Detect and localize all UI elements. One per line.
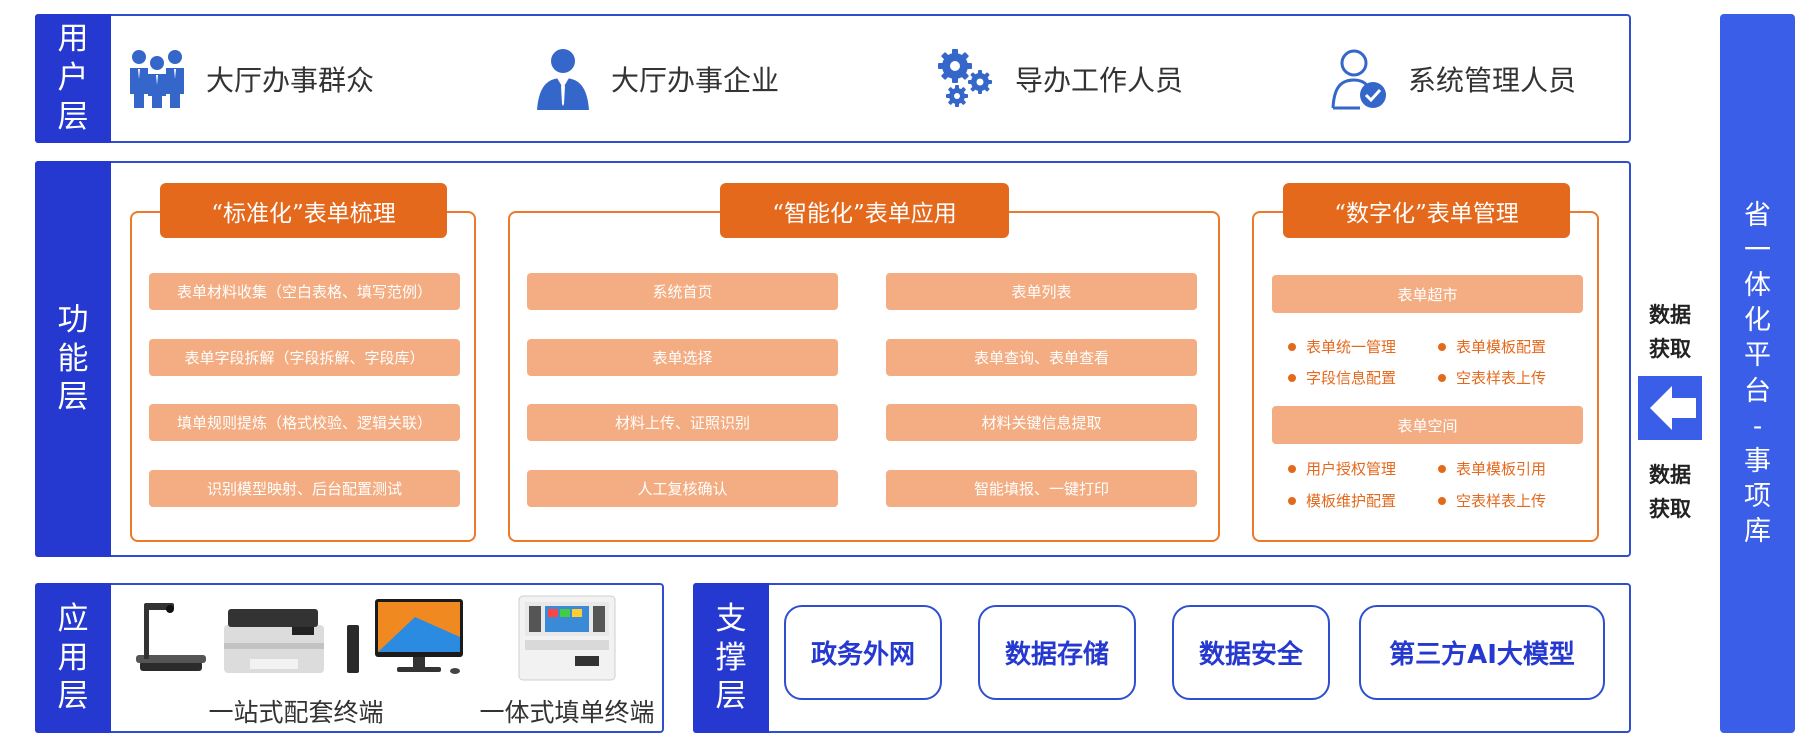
user-layer-tag: 用 户 层 [35, 14, 111, 143]
tag-char: 用 [57, 21, 89, 58]
func-item: 智能填报、一键打印 [886, 470, 1197, 507]
bullet-item: 用户授权管理 [1288, 458, 1438, 479]
func-item: 表单列表 [886, 273, 1197, 310]
func-item: 材料上传、证照识别 [527, 404, 838, 441]
func-item: 材料关键信息提取 [886, 404, 1197, 441]
document-camera-icon [136, 603, 206, 671]
bullet-row: 模板维护配置 空表样表上传 [1288, 490, 1588, 511]
gears-icon [938, 49, 992, 107]
bullet-text: 空表样表上传 [1456, 369, 1547, 387]
section-head: 表单超市 [1272, 275, 1583, 313]
province-char: 台 [1744, 375, 1771, 407]
func-item: 系统首页 [527, 273, 838, 310]
province-char: 体 [1744, 270, 1771, 302]
tag-char: 撑 [715, 639, 747, 676]
province-char: 项 [1744, 480, 1771, 512]
support-item: 数据安全 [1172, 605, 1330, 700]
tag-char: 户 [57, 60, 89, 97]
admin-user-check-icon [1331, 49, 1386, 110]
data-fetch-text: 获取 [1649, 495, 1691, 521]
function-layer-tag: 功 能 层 [35, 161, 111, 557]
bullet-text: 模板维护配置 [1306, 492, 1397, 510]
people-group-icon [130, 50, 184, 108]
bullet-item: 模板维护配置 [1288, 490, 1438, 511]
province-char: - [1752, 410, 1763, 442]
bullet-item: 表单模板配置 [1438, 336, 1588, 357]
group-title: “智能化”表单应用 [720, 183, 1009, 238]
group-title: “数字化”表单管理 [1283, 183, 1570, 238]
business-person-icon [537, 49, 589, 110]
tag-char: 能 [57, 340, 89, 377]
province-char: 平 [1744, 340, 1771, 372]
data-fetch-label-bottom: 数据 获取 [1640, 458, 1700, 525]
tag-char: 用 [57, 639, 89, 676]
func-item: 表单查询、表单查看 [886, 339, 1197, 376]
bullet-row: 表单统一管理 表单模板配置 [1288, 336, 1588, 357]
application-layer-tag: 应 用 层 [35, 583, 111, 733]
province-char: 事 [1744, 445, 1771, 477]
data-fetch-text: 获取 [1649, 335, 1691, 361]
desktop-computer-icon [347, 599, 463, 674]
group-title: “标准化”表单梳理 [160, 183, 447, 238]
province-char: 一 [1744, 235, 1771, 267]
bullet-item: 字段信息配置 [1288, 367, 1438, 388]
left-arrow-icon [1638, 376, 1702, 440]
tag-char: 层 [715, 678, 747, 715]
province-char: 省 [1744, 200, 1771, 232]
province-char: 库 [1744, 515, 1771, 547]
section-head: 表单空间 [1272, 406, 1583, 444]
support-item: 数据存储 [978, 605, 1136, 700]
user-label: 大厅办事企业 [611, 64, 780, 97]
func-item: 填单规则提炼（格式校验、逻辑关联） [149, 404, 460, 441]
bullet-text: 表单统一管理 [1306, 338, 1397, 356]
tag-char: 支 [715, 600, 747, 637]
bullet-text: 表单模板引用 [1456, 460, 1547, 478]
data-fetch-label-top: 数据 获取 [1640, 298, 1700, 365]
func-item: 人工复核确认 [527, 470, 838, 507]
province-char: 化 [1744, 305, 1771, 337]
bullet-item: 空表样表上传 [1438, 367, 1588, 388]
digital-group [1252, 211, 1599, 542]
bullet-row: 用户授权管理 表单模板引用 [1288, 458, 1588, 479]
support-layer-tag: 支 撑 层 [693, 583, 769, 733]
bullet-text: 用户授权管理 [1306, 460, 1397, 478]
user-item-admin: 系统管理人员 [1330, 48, 1576, 110]
bullet-text: 空表样表上传 [1456, 492, 1547, 510]
province-platform-bar: 省 一 体 化 平 台 - 事 项 库 [1720, 14, 1795, 733]
bullet-item: 表单模板引用 [1438, 458, 1588, 479]
user-layer [35, 14, 1631, 143]
data-fetch-text: 数据 [1649, 462, 1691, 487]
tag-char: 功 [57, 301, 89, 338]
bullet-row: 字段信息配置 空表样表上传 [1288, 367, 1588, 388]
terminal-label: 一体式填单终端 [479, 698, 655, 727]
user-label: 系统管理人员 [1408, 64, 1577, 97]
bullet-text: 表单模板配置 [1456, 338, 1547, 356]
func-item: 表单材料收集（空白表格、填写范例） [149, 273, 460, 310]
tag-char: 层 [57, 379, 89, 416]
user-item-guide-staff: 导办工作人员 [935, 48, 1183, 110]
user-item-enterprise: 大厅办事企业 [535, 48, 779, 110]
user-label: 导办工作人员 [1015, 64, 1184, 97]
user-label: 大厅办事群众 [206, 64, 375, 97]
tag-char: 应 [57, 600, 89, 637]
bullet-item: 表单统一管理 [1288, 336, 1438, 357]
support-item: 第三方AI大模型 [1359, 605, 1605, 700]
data-fetch-text: 数据 [1649, 302, 1691, 327]
user-item-public: 大厅办事群众 [128, 48, 374, 110]
bullet-text: 字段信息配置 [1306, 369, 1397, 387]
printer-icon [224, 609, 324, 673]
terminal-label: 一站式配套终端 [208, 698, 384, 727]
tag-char: 层 [57, 98, 89, 135]
func-item: 表单字段拆解（字段拆解、字段库） [149, 339, 460, 376]
support-item: 政务外网 [784, 605, 942, 700]
bullet-item: 空表样表上传 [1438, 490, 1588, 511]
kiosk-terminal-icon [518, 595, 616, 681]
tag-char: 层 [57, 678, 89, 715]
func-item: 识别模型映射、后台配置测试 [149, 470, 460, 507]
func-item: 表单选择 [527, 339, 838, 376]
